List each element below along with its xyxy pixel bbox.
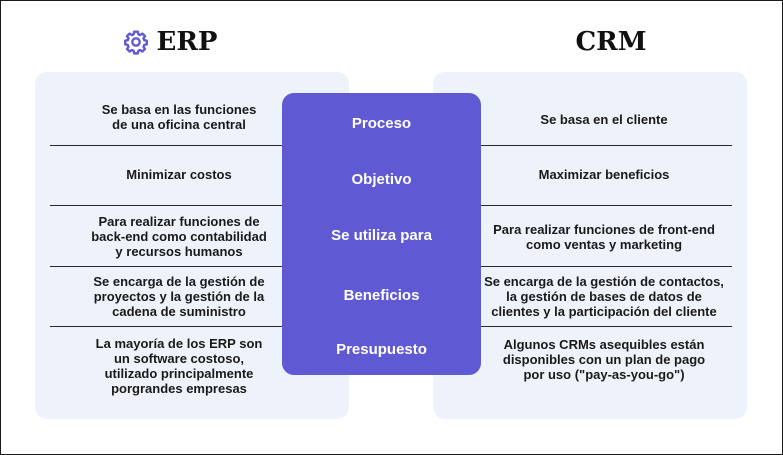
crm-title: CRM — [575, 27, 647, 57]
erp-heading: ERP — [95, 24, 245, 60]
crm-objetivo: Maximizar beneficios — [538, 166, 670, 182]
criterion-uso: Se utiliza para — [331, 226, 432, 244]
criterion-proceso: Proceso — [351, 114, 412, 132]
erp-objetivo: Minimizar costos — [126, 166, 232, 182]
crm-beneficios: Se encarga de la gestión de contactos,la… — [484, 273, 724, 319]
criterion-objetivo: Objetivo — [351, 170, 412, 188]
erp-title: ERP — [156, 27, 218, 57]
criterion-presupuesto: Presupuesto — [336, 340, 427, 358]
gear-icon — [123, 30, 148, 55]
crm-proceso: Se basa en el cliente — [540, 111, 668, 127]
criterion-beneficios: Beneficios — [343, 286, 420, 304]
crm-panel — [433, 72, 747, 419]
crm-heading: CRM — [536, 24, 686, 60]
criteria-column — [282, 93, 481, 375]
